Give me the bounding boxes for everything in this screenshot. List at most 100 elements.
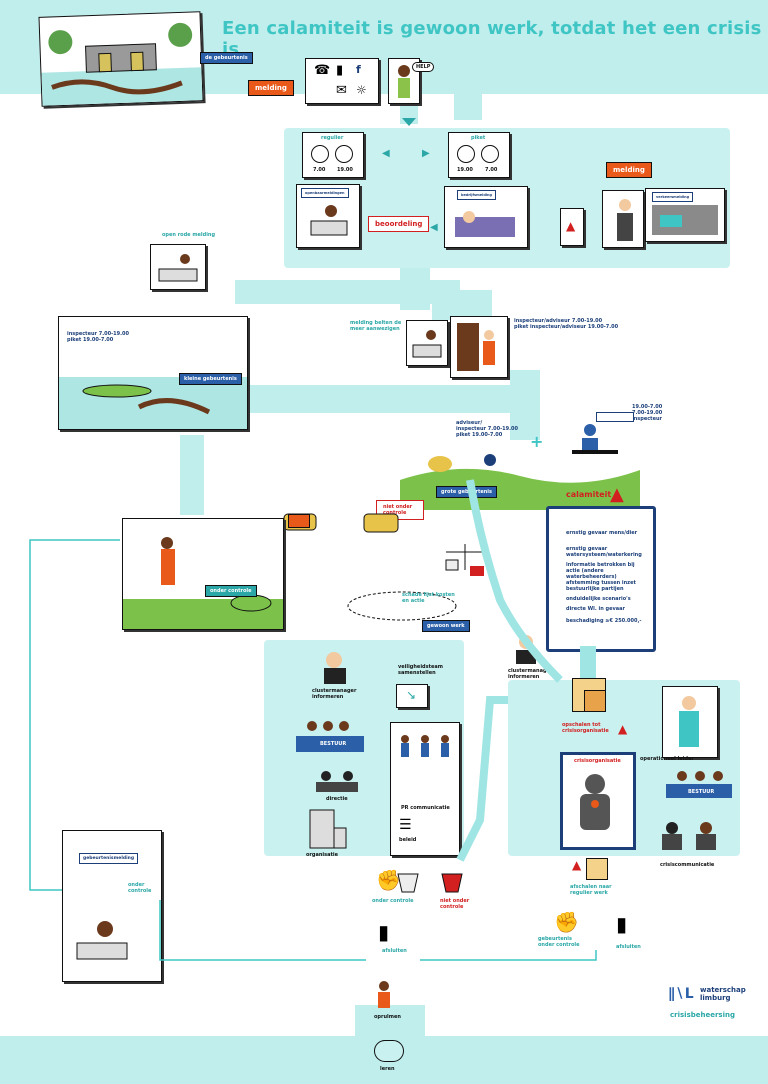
reporter-icon <box>617 199 633 241</box>
gebeurtenismelding-tag: gebeurtenismelding <box>79 853 139 864</box>
calamity-box <box>546 506 656 652</box>
escalation-box-inner <box>584 690 606 712</box>
open-rode-label: open rode melding <box>162 232 216 238</box>
operationeel-leider-label: operationeel leider <box>640 756 694 762</box>
organisatie-label: organisatie <box>306 852 338 858</box>
pr-communicatie-label: PR communicatie <box>401 805 450 811</box>
beleid-label: beleid <box>399 837 417 843</box>
afsluiten-label-1: afsluiten <box>382 948 407 954</box>
gewoon-werk-tag: gewoon werk <box>422 620 470 632</box>
channels-card: ☎ ▮ f ✉ ☼ <box>305 58 379 104</box>
mail-icon: ✉ <box>336 83 347 98</box>
piket-small-tag <box>596 412 634 422</box>
piket-label: piket <box>471 135 486 141</box>
clock-icon <box>311 145 329 163</box>
calamity-flow-down <box>580 646 596 686</box>
scale-icon <box>445 544 484 576</box>
flow-mid-horizontal <box>250 385 510 413</box>
flow-right-down <box>510 370 540 440</box>
bucket-icon <box>441 873 463 893</box>
crisisorganisatie-label: crisisorganisatie <box>574 758 621 764</box>
desk-call-card <box>406 320 448 366</box>
gebeurtenis-onder-controle-label: gebeurtenis onder controle <box>538 936 580 948</box>
small-desk-card <box>150 244 206 290</box>
schade-lijst-label: schade lijst kosten en actie <box>402 592 455 604</box>
board-table-icon <box>666 771 732 798</box>
veiligheidsteam-label: veiligheidsteam samenstellen <box>398 664 443 676</box>
grote-gebeurtenis-tag: grote gebeurtenis <box>436 486 497 498</box>
desk-worker-card: openbaarmeldingen <box>296 184 360 248</box>
waterschap-logo-icon: ∥∖L <box>668 986 694 1002</box>
verkeer-tag: verkeersmelding <box>652 192 694 202</box>
sleeping-person-icon <box>455 211 515 237</box>
bestuur-label: BESTUUR <box>320 741 347 747</box>
mobile-icon: ▮ <box>336 63 344 78</box>
canoe-scene-icon <box>59 377 247 429</box>
calamity-item: informatie betrokken bij actie (andere w… <box>566 562 635 580</box>
reporter-card <box>602 190 644 248</box>
arrow-right-icon: ▶ <box>422 148 430 159</box>
brand-label: waterschap limburg <box>700 986 746 1002</box>
melding-tag-right: melding <box>606 162 652 178</box>
time-label: 7.00 <box>485 167 498 173</box>
crisis-communication-icon <box>662 822 716 850</box>
regulier-card: regulier 7.00 19.00 <box>302 132 364 178</box>
phone-hand-icon: ▮ <box>616 912 628 936</box>
beoordeling-tag: beoordeling <box>368 216 430 232</box>
warning-icon: ▲ <box>618 722 628 736</box>
plus-icon: + <box>530 432 544 451</box>
de-gebeurtenis-tag: de gebeurtenis <box>200 52 253 64</box>
oil-tag <box>288 514 310 528</box>
inspector-desk-icon <box>572 424 618 454</box>
onder-controle-label-1: onder controle <box>372 898 414 904</box>
small-event-card: inspecteur 7.00-19.00 piket 19.00-7.00 k… <box>58 316 248 430</box>
onder-controle-left-label: onder controle <box>128 882 152 894</box>
phone-desk-icon <box>76 921 128 960</box>
flow-right-top <box>454 44 482 120</box>
arrow-left-icon: ◀ <box>382 148 390 159</box>
clustermanager-right-label: clustermanager informeren <box>508 668 553 680</box>
sleeping-card: bedrijfsmelding <box>444 186 528 248</box>
desk-worker-icon <box>310 205 348 236</box>
melding-aanname-label: melding belten de meer aanwezigen <box>350 320 402 332</box>
bestuur-right-label: BESTUUR <box>688 789 715 795</box>
leader-icon <box>679 696 699 747</box>
inspecteur-adviseur-label: inspecteur/adviseur 7.00-19.00 piket ins… <box>514 318 619 330</box>
inspecteur-right-label: 19.00-7.00 7.00-19.00 inspecteur <box>632 404 663 422</box>
brain-icon <box>374 1040 404 1062</box>
building-icon <box>309 809 347 849</box>
calamity-item: afstemming tussen inzet bestuurlijke par… <box>566 580 636 592</box>
time-label: 19.00 <box>337 167 353 173</box>
facebook-icon: f <box>356 63 361 76</box>
arrow-down-right-icon: ↘ <box>406 688 417 702</box>
inspector-at-door-icon <box>457 323 495 371</box>
traffic-card: verkeersmelding <box>645 188 725 242</box>
arrow-card: ↘ <box>396 684 428 708</box>
leren-label: leren <box>380 1066 395 1072</box>
calamity-item: onduidelijke scenario's <box>566 596 631 602</box>
oprulmen-label: oprulmen <box>374 1014 401 1020</box>
clock-icon <box>481 145 499 163</box>
piket-card: piket 19.00 7.00 <box>448 132 510 178</box>
gorilla-icon <box>580 774 610 830</box>
person-calling-icon <box>398 65 410 98</box>
afsluiten-label-2: afsluiten <box>616 944 641 950</box>
arrow-left-icon: ◀ <box>430 222 438 233</box>
left-vertical-flow <box>180 435 204 515</box>
calamity-item: ernstig gevaar watersysteem/waterkering <box>566 546 642 558</box>
thumbs-up-icon: ✊ <box>554 910 579 934</box>
worker-icon <box>378 981 390 1008</box>
clustermanager-left-label: clustermanager informeren <box>312 688 357 700</box>
flow-right-mid <box>432 290 492 320</box>
warning-icon: ▲ <box>566 219 576 233</box>
door-inspector-card <box>450 316 508 378</box>
deescalate-box <box>586 858 608 880</box>
landscape-ridge-icon <box>400 454 640 510</box>
incident-report-card: gebeurtenismelding <box>62 830 162 982</box>
thumbs-up-icon: ✊ <box>376 868 401 892</box>
time-label: 7.00 <box>313 167 326 173</box>
event-illustration-card <box>38 11 204 107</box>
spokespersons-icon <box>401 735 449 757</box>
onder-controle-sign: onder controle <box>205 585 257 597</box>
calamity-item: beschadiging ≥€ 250.000,- <box>566 618 642 624</box>
